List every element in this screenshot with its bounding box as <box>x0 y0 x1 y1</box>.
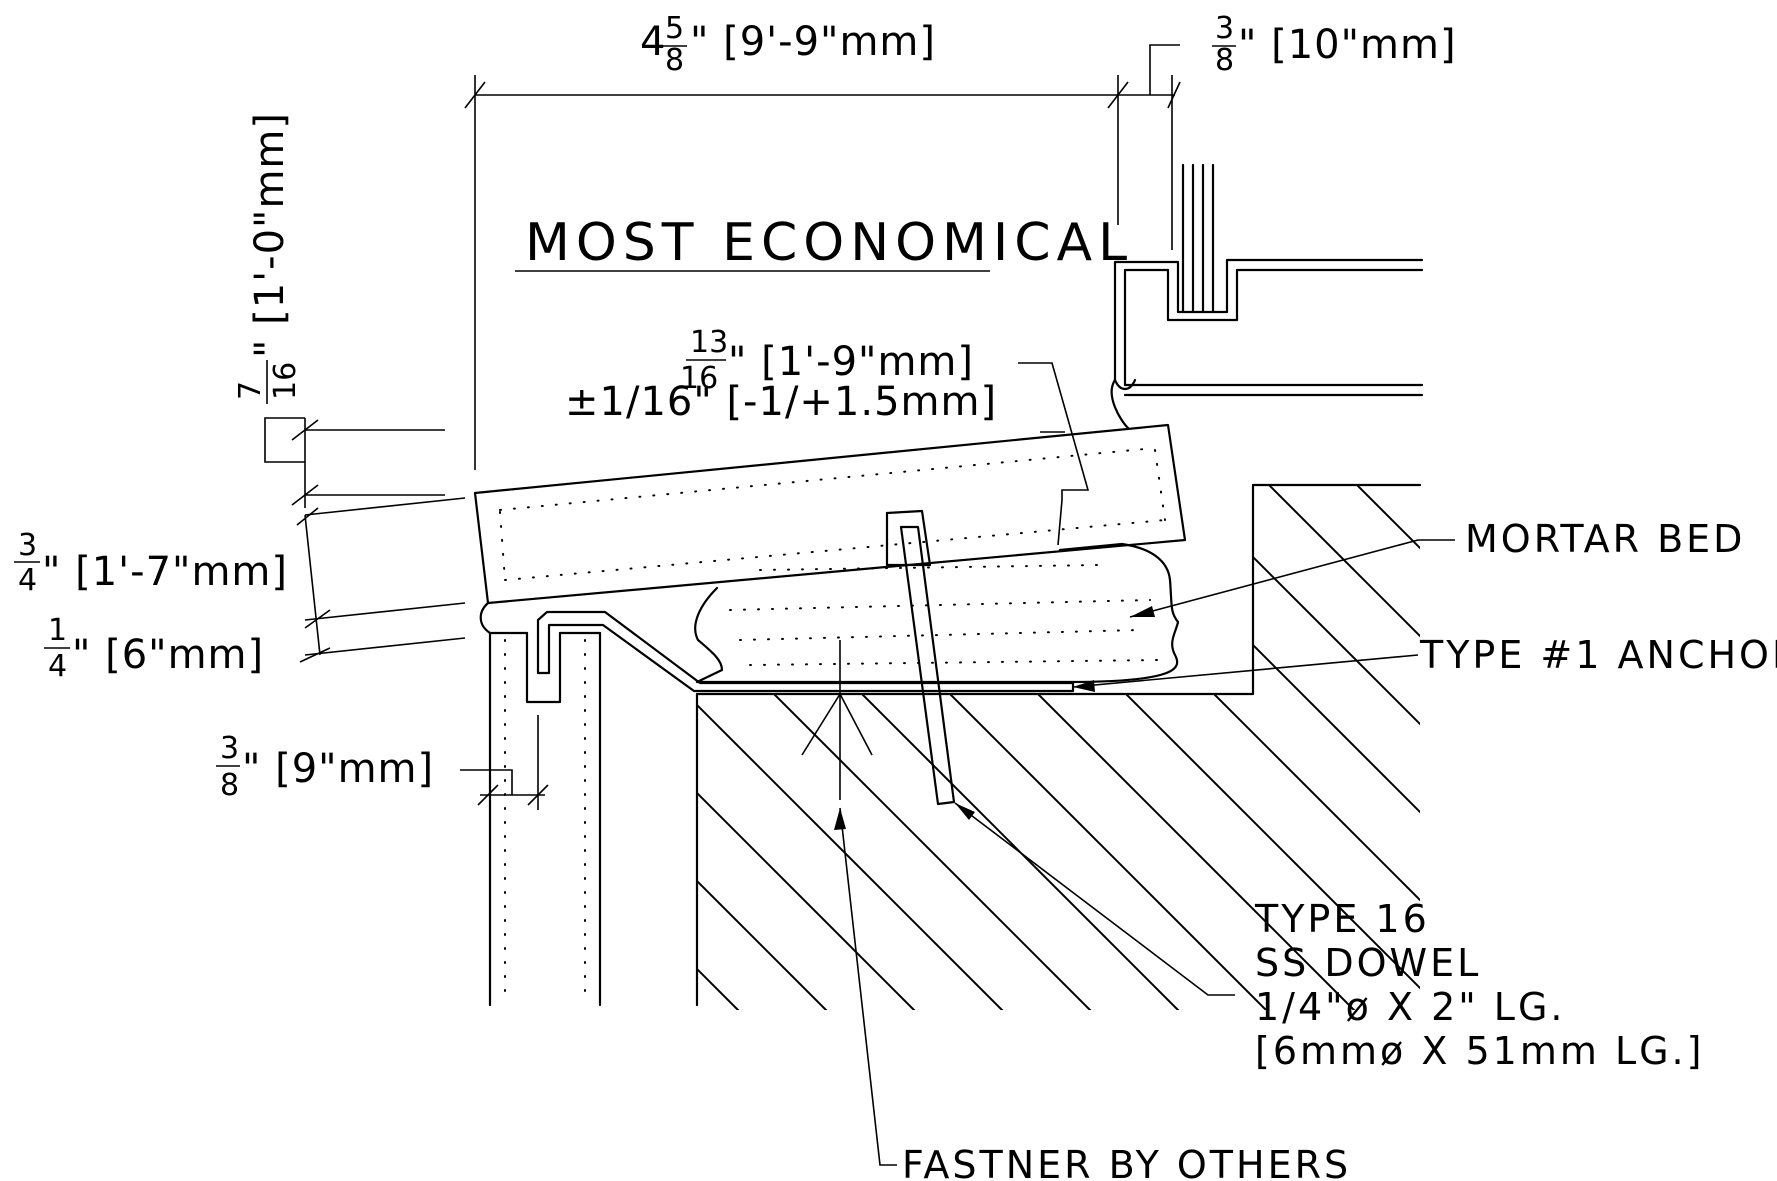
top-gap-den: 8 <box>1215 43 1234 78</box>
hatch-line <box>697 485 1281 1010</box>
left-vertical-dim: 7 16 " [1'-0"mm] <box>233 112 303 404</box>
hatch-line <box>697 485 1420 1010</box>
leg-den: 8 <box>220 768 239 803</box>
top-width-whole: 4 <box>640 19 666 65</box>
thickness-den: 4 <box>18 563 37 598</box>
leg-text: " [9"mm] <box>242 746 434 792</box>
hatch-line <box>697 485 1369 1010</box>
thickness-text: " [1'-7"mm] <box>42 549 288 595</box>
joint-bracket <box>1018 362 1090 546</box>
coping-stone <box>473 423 1187 635</box>
anchor-label: TYPE #1 ANCHOR <box>1419 633 1777 677</box>
tolerance-text: ±1/16" [-1/+1.5mm] <box>565 379 997 425</box>
joint-text: " [1'-9"mm] <box>728 339 974 385</box>
dowel-label-4: [6mmø X 51mm LG.] <box>1255 1029 1704 1073</box>
top-width-num: 5 <box>665 11 684 46</box>
bed-gap-den: 4 <box>48 649 67 684</box>
top-gap-num: 3 <box>1215 11 1234 46</box>
hatch-line <box>697 485 1193 1010</box>
hatch-line <box>697 485 1420 1010</box>
thickness-num: 3 <box>18 528 37 563</box>
hatch-line <box>697 485 1420 1010</box>
hatch-line <box>697 485 1017 1010</box>
dimension-lines <box>264 44 1181 810</box>
bed-gap-num: 1 <box>48 613 67 648</box>
anchor-plate <box>536 610 1075 693</box>
left-vertical-num: 7 <box>233 381 268 400</box>
dowel-label-2: SS DOWEL <box>1255 941 1481 985</box>
bed-gap-text: " [6"mm] <box>72 632 264 678</box>
title: MOST ECONOMICAL <box>525 213 1133 273</box>
mortar-bed-label: MORTAR BED <box>1465 517 1745 561</box>
fastener-label: FASTNER BY OTHERS <box>902 1143 1351 1181</box>
leader-lines <box>801 539 1455 1166</box>
joint-num: 13 <box>690 325 728 360</box>
left-vertical-den: 16 <box>268 362 303 400</box>
joint-den: 16 <box>680 361 718 396</box>
upper-frame <box>1110 163 1424 430</box>
top-gap-text: " [10"mm] <box>1238 22 1457 68</box>
dowel-label-3: 1/4"ø X 2" LG. <box>1255 985 1566 1029</box>
top-width-den: 8 <box>665 43 684 78</box>
hatch-line <box>697 485 1420 1010</box>
mortar-bed <box>694 542 1180 684</box>
hatch-line <box>697 485 1105 1010</box>
dowel-label-1: TYPE 16 <box>1254 897 1430 941</box>
top-width-text: " [9'-9"mm] <box>690 19 936 65</box>
left-panel <box>488 631 602 1007</box>
ss-dowel <box>885 509 956 806</box>
leg-num: 3 <box>220 731 239 766</box>
left-vertical-text: " [1'-0"mm] <box>247 112 293 358</box>
